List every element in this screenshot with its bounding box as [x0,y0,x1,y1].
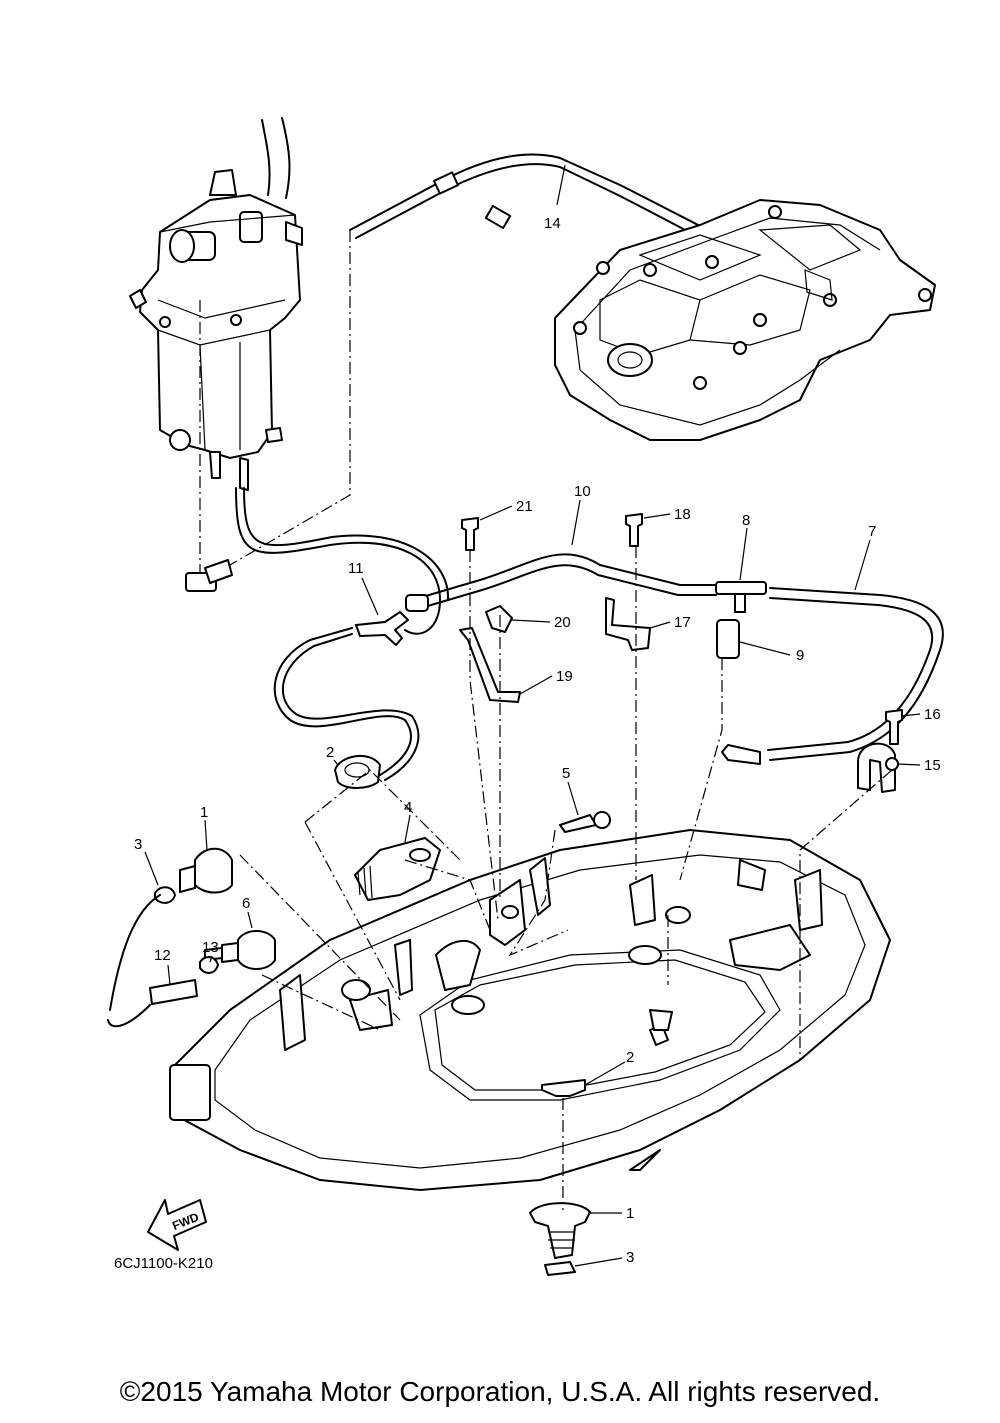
bracket-17 [605,597,651,651]
callout-2: 2 [326,744,334,761]
bolt-18 [625,513,643,547]
callout-5: 5 [562,765,570,782]
callout-2-lower: 2 [626,1049,634,1066]
callout-1-lower: 1 [626,1205,634,1222]
engine-mount-plate [554,199,936,441]
callout-3: 3 [134,836,142,853]
clamp-13 [199,956,219,974]
grommet-2-upper [334,754,381,789]
grommet-4 [354,837,441,901]
clamp-3-upper [154,886,176,904]
callout-21: 21 [516,498,533,515]
clip-20 [485,605,513,633]
fitting-6 [237,930,276,970]
grommet-2-lower [541,1079,586,1097]
hose-10 [411,553,719,601]
bracket-19 [459,627,521,703]
callout-14: 14 [544,215,561,232]
callout-6: 6 [242,895,250,912]
hose-7 [769,587,944,761]
grommet-1-lower [529,1202,591,1259]
fuel-hose-lower [235,487,441,635]
callout-leaders [144,164,921,1267]
callout-8: 8 [742,512,750,529]
copyright-notice: ©2015 Yamaha Motor Corporation, U.S.A. A… [119,1376,881,1407]
hose-12 [149,979,198,1005]
callout-11: 11 [348,560,364,577]
callout-9: 9 [796,647,804,664]
callout-16: 16 [924,706,941,723]
callout-7: 7 [868,523,876,540]
bottom-cowling [169,829,891,1191]
grommet-1-upper [194,847,233,894]
callout-3-lower: 3 [626,1249,634,1266]
callout-12: 12 [154,947,171,964]
callout-1: 1 [200,804,208,821]
callout-19: 19 [556,668,573,685]
callout-20: 20 [554,614,571,631]
callout-17: 17 [674,614,691,631]
vapor-separator-assembly [129,117,303,491]
callout-4: 4 [404,799,412,816]
bolt-21 [461,517,479,551]
callout-13: 13 [202,939,219,956]
clamp-15 [857,742,896,793]
y-joint-11 [355,611,409,646]
callout-18: 18 [674,506,691,523]
screw-5 [559,814,597,833]
diagram-code: 6CJ1100-K210 [114,1255,213,1272]
callout-15: 15 [924,757,941,774]
callout-10: 10 [574,483,591,500]
clamp-3-lower [544,1261,576,1276]
fwd-arrow-icon: FWD [147,1199,207,1251]
callout-labels: 1 2 3 4 5 6 7 8 9 10 11 12 13 14 15 16 1… [134,215,941,1266]
bolt-16 [885,709,903,745]
